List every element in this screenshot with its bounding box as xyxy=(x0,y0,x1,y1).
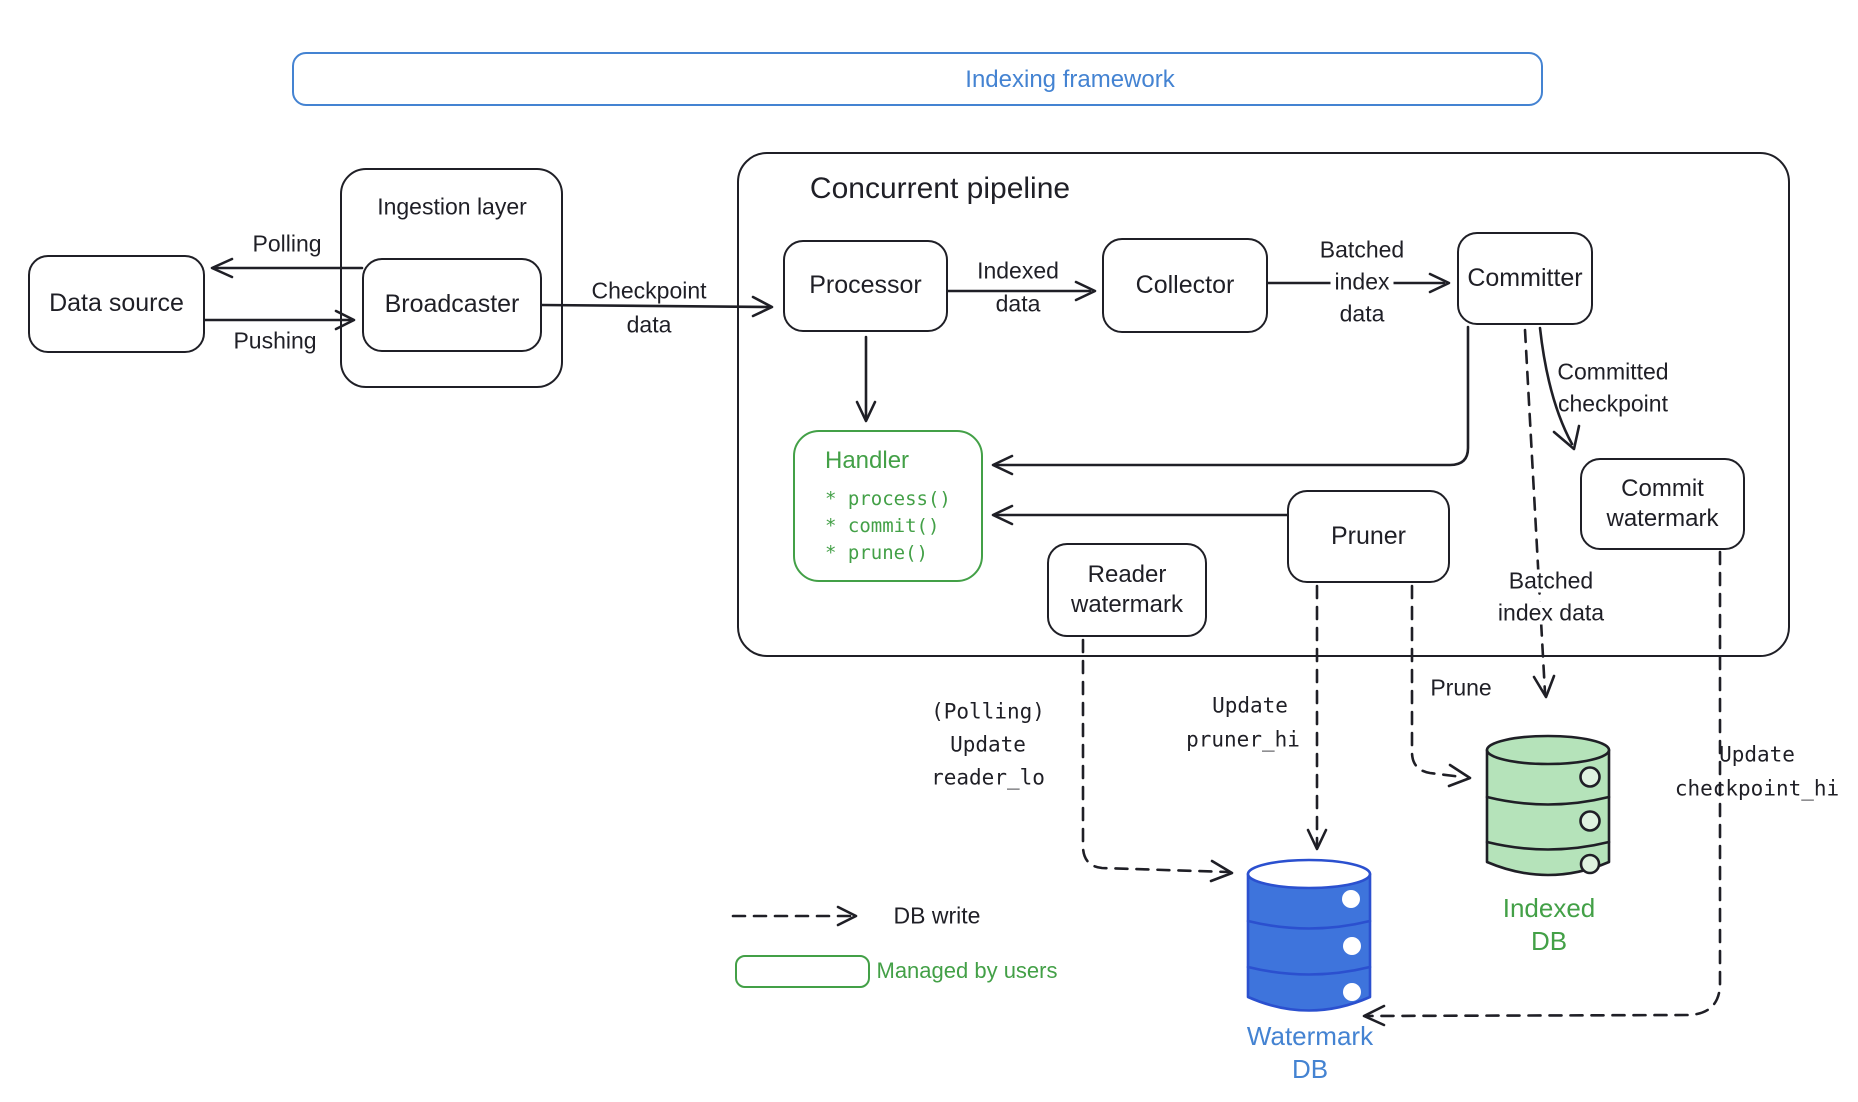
indexing-framework-frame xyxy=(292,52,1543,106)
checkpoint-data-label-line1: Checkpoint xyxy=(591,277,707,304)
processor-label: Processor xyxy=(809,271,922,300)
commit-watermark-line2: watermark xyxy=(1606,505,1719,532)
handler-method-prune: * prune() xyxy=(825,542,928,564)
ingestion-layer-box xyxy=(340,168,563,388)
batched-index-top-line2: index xyxy=(1330,270,1394,294)
update-checkpoint-hi-line1: Update xyxy=(1719,742,1795,767)
head-prune xyxy=(1447,763,1472,788)
indexed-db-label-line1: Indexed xyxy=(1502,893,1596,923)
committed-checkpoint-line2: checkpoint xyxy=(1558,390,1668,417)
reader-watermark-line2: watermark xyxy=(1070,591,1184,618)
committer-label: Committer xyxy=(1467,263,1583,292)
update-reader-lo-line2: Update xyxy=(950,732,1026,757)
update-pruner-hi-line1: Update xyxy=(1212,693,1288,718)
reader-watermark-box: Reader watermark xyxy=(1047,543,1207,637)
collector-box: Collector xyxy=(1102,238,1268,333)
update-reader-lo-line1: (Polling) xyxy=(931,699,1045,724)
head-legend-db-write xyxy=(836,905,858,927)
collector-label: Collector xyxy=(1135,270,1235,299)
batched-index-top-line3: data xyxy=(1339,300,1385,327)
committer-box: Committer xyxy=(1457,232,1593,325)
batched-index-top-line1: Batched xyxy=(1319,236,1405,263)
data-source-label: Data source xyxy=(49,289,184,318)
update-pruner-hi-line2: pruner_hi xyxy=(1186,727,1300,752)
reader-watermark-line1: Reader xyxy=(1087,561,1167,588)
legend-managed-box xyxy=(735,955,870,988)
batched-index-bottom-line2: index data xyxy=(1493,601,1609,625)
pruner-label: Pruner xyxy=(1330,521,1407,550)
prune-label: Prune xyxy=(1430,674,1492,701)
polling-label: Polling xyxy=(252,230,322,257)
arrow-pushing xyxy=(203,309,356,331)
data-source-box: Data source xyxy=(28,255,205,353)
commit-watermark-line1: Commit xyxy=(1621,475,1704,502)
indexed-db-icon xyxy=(1485,734,1611,877)
broadcaster-label: Broadcaster xyxy=(384,290,520,319)
indexed-data-label-line1: Indexed xyxy=(977,257,1059,284)
head-batched-index-data xyxy=(1532,674,1556,699)
checkpoint-data-label-line2: data xyxy=(626,311,672,338)
legend-db-write-label: DB write xyxy=(893,902,981,929)
head-update-reader-lo xyxy=(1209,859,1234,883)
pipeline-title: Concurrent pipeline xyxy=(809,172,1071,205)
pushing-label: Pushing xyxy=(233,327,317,354)
watermark-db-icon xyxy=(1246,858,1372,1012)
watermark-db-label-line1: Watermark xyxy=(1246,1021,1374,1051)
watermark-db-label-line2: DB xyxy=(1291,1054,1329,1084)
handler-method-commit: * commit() xyxy=(825,515,940,537)
commit-watermark-box: Commit watermark xyxy=(1580,458,1745,550)
indexed-data-label-line2: data xyxy=(991,292,1045,316)
handler-method-process: * process() xyxy=(825,488,951,510)
indexed-db-label-line2: DB xyxy=(1530,926,1568,956)
dashed-arrow-update-reader-lo xyxy=(1081,638,1230,874)
committed-checkpoint-line1: Committed xyxy=(1557,358,1669,385)
broadcaster-box: Broadcaster xyxy=(362,258,542,352)
update-checkpoint-hi-line2: checkpoint_hi xyxy=(1674,776,1840,801)
concurrent-pipeline-frame xyxy=(737,152,1790,657)
legend-managed-by-users-label: Managed by users xyxy=(876,958,1058,983)
handler-box: Handler * process() * commit() * prune() xyxy=(793,430,983,582)
update-reader-lo-line3: reader_lo xyxy=(931,765,1045,790)
ingestion-layer-label: Ingestion layer xyxy=(377,193,527,220)
framework-title: Indexing framework xyxy=(965,66,1175,93)
batched-index-bottom-line1: Batched xyxy=(1504,569,1598,593)
handler-title: Handler xyxy=(825,447,910,474)
pruner-box: Pruner xyxy=(1287,490,1450,583)
head-update-pruner-hi xyxy=(1306,828,1328,851)
processor-box: Processor xyxy=(783,240,948,332)
